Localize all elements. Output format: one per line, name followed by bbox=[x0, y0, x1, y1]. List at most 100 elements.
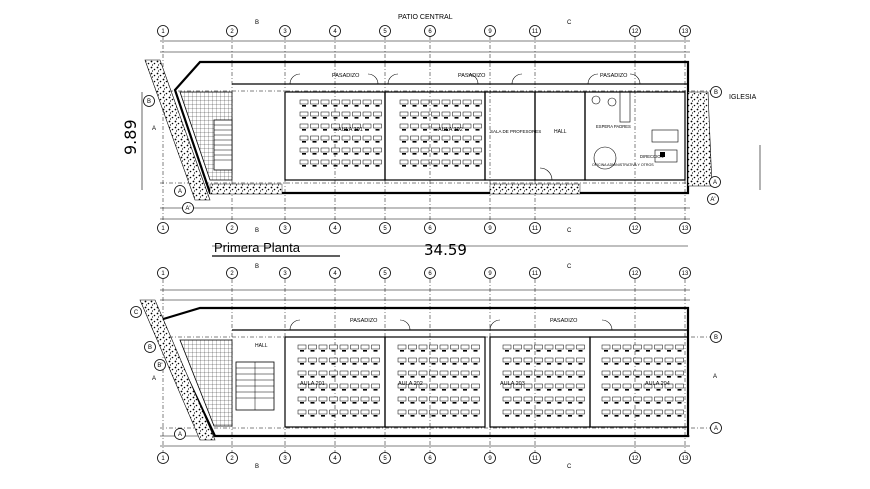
aula-204-desk bbox=[675, 357, 684, 363]
grid-axis-label: 1 bbox=[161, 226, 165, 232]
grid-bubble-side-A: A bbox=[174, 185, 186, 197]
aula-201-desk bbox=[308, 370, 317, 376]
room-label-aula-204: AULA 204 bbox=[645, 381, 670, 387]
aula-201-desk bbox=[329, 409, 338, 415]
grid-axis-label: B bbox=[147, 99, 151, 105]
aula-204-desk bbox=[601, 370, 611, 376]
aula-101-desk bbox=[320, 99, 330, 105]
aula-204-desk bbox=[664, 370, 674, 376]
aula-203-desk bbox=[502, 409, 512, 415]
aula-201-desk bbox=[360, 357, 370, 363]
aula-201-desk bbox=[297, 357, 307, 363]
aula-201-desk bbox=[350, 357, 359, 363]
aula-203-desk bbox=[544, 409, 554, 415]
aula-201-desk bbox=[371, 357, 380, 363]
grid-axis-label: 1 bbox=[161, 456, 165, 462]
aula-204-desk bbox=[601, 409, 611, 415]
grid-axis-label: A' bbox=[710, 197, 715, 203]
aula-204-desk bbox=[654, 383, 663, 389]
aula-201-desk bbox=[360, 396, 370, 402]
grid-axis-label: 11 bbox=[532, 226, 539, 232]
aula-201-desk bbox=[297, 409, 307, 415]
grid-axis-label: 3 bbox=[283, 271, 287, 277]
aula-204-desk bbox=[643, 409, 653, 415]
aula-201-desk bbox=[339, 357, 349, 363]
grid-axis-label: 9 bbox=[488, 226, 492, 232]
aula-101-desk bbox=[299, 111, 309, 117]
aula-201-desk bbox=[339, 370, 349, 376]
aula-204-desk bbox=[601, 357, 611, 363]
grid-axis-label: 6 bbox=[428, 226, 432, 232]
aula-101-desk bbox=[310, 123, 319, 129]
aula-201-desk bbox=[350, 344, 359, 350]
aula-101-desk bbox=[373, 123, 382, 129]
grid-bubble-bottom2-6: 6 bbox=[424, 452, 436, 464]
grid-bubble-right2-B: B bbox=[710, 331, 722, 343]
aula-201-desk bbox=[308, 357, 317, 363]
grid-bubble-right-B: B bbox=[710, 86, 722, 98]
grid-axis-label: 13 bbox=[682, 226, 689, 232]
grid-bubble-side2-C: C bbox=[130, 306, 142, 318]
aula-101-desk bbox=[310, 111, 319, 117]
aula-102-desk bbox=[420, 147, 430, 153]
aula-102-desk bbox=[441, 147, 451, 153]
grid-axes-side-f2: CBB'AA bbox=[130, 306, 186, 440]
grid-bubble-bottom2-3: 3 bbox=[279, 452, 291, 464]
grid-axis-label: 1 bbox=[161, 271, 165, 277]
aula-204-desk bbox=[633, 357, 642, 363]
aula-102-desk bbox=[452, 147, 461, 153]
grid-axis-label: B' bbox=[157, 363, 162, 369]
aula-204-desk bbox=[601, 344, 611, 350]
aula-202-desk bbox=[471, 409, 480, 415]
grid-axis-label: 9 bbox=[488, 271, 492, 277]
grid-bubble-top2-1: 1 bbox=[157, 267, 169, 279]
aula-201-desk bbox=[318, 396, 328, 402]
aula-203-desk bbox=[544, 344, 554, 350]
aula-202-desk bbox=[408, 344, 417, 350]
aula-101-desk bbox=[373, 111, 382, 117]
aula-202-desk bbox=[450, 344, 459, 350]
aula-101-desk bbox=[373, 159, 382, 165]
aula-204-desk bbox=[664, 383, 674, 389]
grid-bubble-top-6: 6 bbox=[424, 25, 436, 37]
grid-axis-label: 4 bbox=[333, 226, 337, 232]
room-label-sala: SALA DE PROFESORES bbox=[490, 129, 541, 134]
aula-102-desk bbox=[410, 159, 419, 165]
aula-202-desk bbox=[471, 396, 480, 402]
grid-axis-label: 3 bbox=[283, 29, 287, 35]
aula-102-desk bbox=[452, 99, 461, 105]
aula-102-desk bbox=[462, 147, 472, 153]
aula-102-desk bbox=[410, 123, 419, 129]
grid-bubble-top-13: 13 bbox=[679, 25, 691, 37]
aula-202-desk bbox=[450, 357, 459, 363]
aula-202-desk bbox=[408, 383, 417, 389]
aula-201-desk bbox=[360, 370, 370, 376]
aula-203-desk bbox=[523, 383, 533, 389]
room-label-pasadizo-a: PASADIZO bbox=[350, 318, 378, 324]
grid-bubble-bottom2-13: 13 bbox=[679, 452, 691, 464]
grid-bubble-top2-12: 12 bbox=[629, 267, 641, 279]
grid-bubble-bottom2-5: 5 bbox=[379, 452, 391, 464]
aula-201-desk bbox=[297, 396, 307, 402]
aula-201-desk bbox=[329, 357, 338, 363]
aula-101-desk bbox=[310, 147, 319, 153]
grid-axis-label: 4 bbox=[333, 271, 337, 277]
aula-202-desk bbox=[397, 383, 407, 389]
aula-203-desk bbox=[534, 370, 543, 376]
grid-bubble-side2-B: B bbox=[144, 341, 156, 353]
aula-204-desk bbox=[601, 383, 611, 389]
section-mark-B-4: B bbox=[255, 228, 259, 234]
grid-bubble-top-9: 9 bbox=[484, 25, 496, 37]
aula-101-desk bbox=[299, 123, 309, 129]
aula-201-desk bbox=[329, 383, 338, 389]
aula-102-desk bbox=[452, 159, 461, 165]
aula-101-desk bbox=[373, 147, 382, 153]
grid-bubble-bottom2-1: 1 bbox=[157, 452, 169, 464]
grid-bubble-bottom-3: 3 bbox=[279, 222, 291, 234]
aula-101-desk bbox=[331, 159, 340, 165]
aula-101-desk bbox=[352, 99, 361, 105]
aula-201-desk bbox=[360, 344, 370, 350]
aula-203-desk bbox=[513, 396, 522, 402]
